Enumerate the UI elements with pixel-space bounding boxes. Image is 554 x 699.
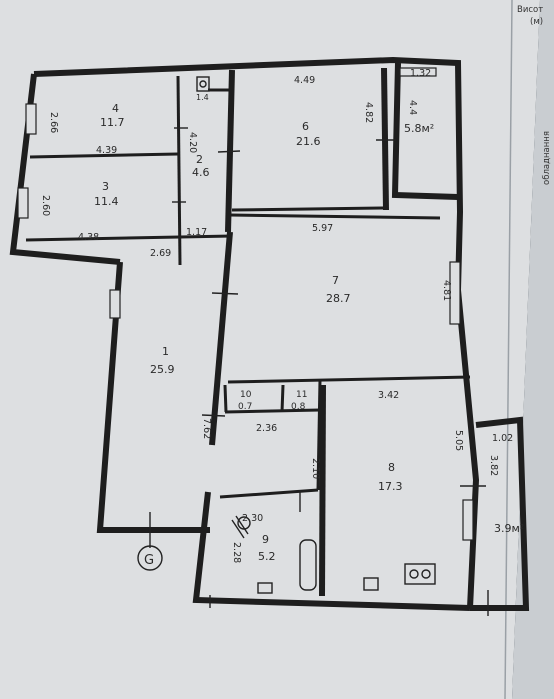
fixtures — [196, 76, 436, 594]
room-7-area: 28.7 — [326, 292, 351, 305]
dim-3-82: 3.82 — [488, 455, 499, 476]
room-10-area: 0.7 — [238, 402, 252, 412]
room-3-number: 3 — [102, 180, 109, 193]
side-header-1: Висот — [517, 5, 543, 15]
room-labels: 4 11.7 3 11.4 2 4.6 1.4 6 21.6 5.8м² 7 2… — [94, 93, 524, 563]
dim-5-05: 5.05 — [453, 430, 464, 451]
dim-4-82: 4.82 — [363, 102, 374, 123]
room-11-number: 11 — [296, 390, 307, 400]
dim-2-66: 2.66 — [48, 112, 59, 133]
dim-4-39: 4.39 — [96, 145, 117, 156]
dim-4-38: 4.38 — [78, 232, 99, 243]
dim-2-10: 2.10 — [310, 458, 321, 479]
windows — [17, 67, 474, 541]
dim-2-36: 2.36 — [256, 423, 277, 434]
sink-icon — [257, 582, 273, 594]
room-8-number: 8 — [388, 461, 395, 474]
side-header-2: (м) — [530, 17, 543, 27]
dim-2-60: 2.60 — [40, 195, 51, 216]
dim-4-20: 4.20 — [187, 132, 198, 153]
room-6-number: 6 — [302, 120, 309, 133]
marker-label: G — [144, 553, 154, 568]
inner-walls — [25, 67, 471, 597]
dimension-labels: 4.49 1.32 4.4 4.82 2.66 4.39 4.20 2.60 4… — [40, 68, 513, 563]
toilet-icon — [196, 76, 210, 92]
room-3-area: 11.4 — [94, 195, 119, 208]
room-4-number: 4 — [112, 102, 119, 115]
dim-2-28: 2.28 — [231, 542, 242, 563]
room-4-area: 11.7 — [100, 116, 125, 129]
side-vertical-text: обладнання — [542, 131, 552, 185]
room-10-number: 10 — [240, 390, 252, 400]
dim-4-81: 4.81 — [441, 280, 452, 301]
room-1-number: 1 — [162, 345, 169, 358]
dim-7-62: 7.62 — [201, 418, 212, 439]
stove-icon — [404, 563, 436, 585]
dim-1-17: 1.17 — [186, 227, 207, 238]
dim-3-42: 3.42 — [378, 390, 399, 401]
room-9-number: 9 — [262, 533, 269, 546]
room-11-area: 0.8 — [291, 402, 306, 412]
balcony-bottom-area: 3.9м² — [494, 522, 524, 535]
stair-marker: G — [137, 542, 163, 571]
dim-1-02: 1.02 — [492, 433, 513, 444]
room-2-area: 4.6 — [192, 166, 210, 179]
room-8-area: 17.3 — [378, 480, 403, 493]
dim-1-32: 1.32 — [410, 68, 431, 79]
dim-4-49: 4.49 — [294, 75, 315, 86]
dim-2-30: 2.30 — [242, 513, 263, 524]
paper-sheet — [0, 0, 540, 699]
dim-5-97: 5.97 — [312, 223, 333, 234]
room-6-area: 21.6 — [296, 135, 321, 148]
balcony-top-area: 5.8м² — [404, 122, 434, 135]
door-marks — [149, 127, 489, 616]
room-5-area: 1.4 — [196, 93, 209, 102]
dim-4-4: 4.4 — [407, 100, 418, 115]
bathtub-icon — [299, 539, 317, 591]
room-2-number: 2 — [196, 153, 203, 166]
room-9-area: 5.2 — [258, 550, 276, 563]
dim-2-69: 2.69 — [150, 248, 171, 259]
room-1-area: 25.9 — [150, 363, 175, 376]
heater-icon — [231, 515, 249, 539]
room-7-number: 7 — [332, 274, 339, 287]
kitchen-sink-icon — [363, 577, 379, 591]
